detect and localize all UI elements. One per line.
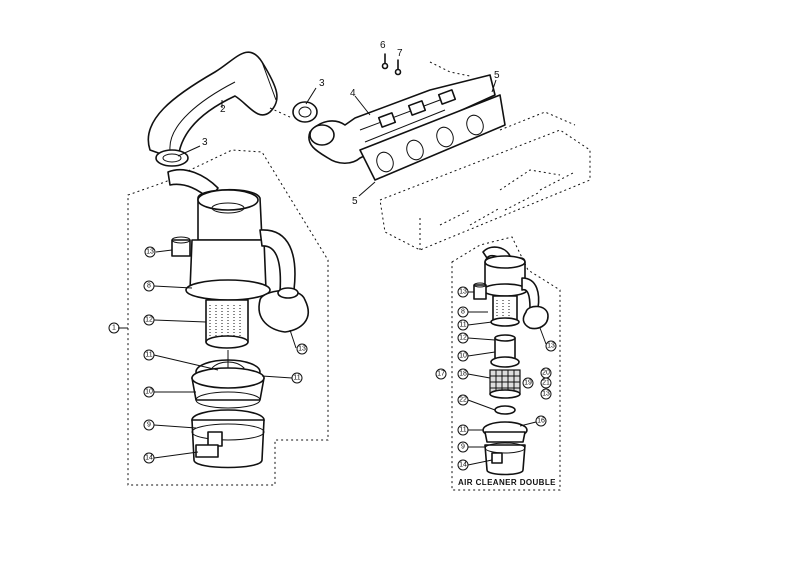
- label-r11b: 11: [459, 427, 466, 434]
- air-cleaner-main: [127, 149, 329, 486]
- caption-air-cleaner-double: AIR CLEANER DOUBLE: [458, 478, 556, 487]
- label-r14: 14: [459, 462, 467, 469]
- label-10: 10: [145, 389, 153, 396]
- label-r13a: 13: [459, 289, 467, 296]
- label-12: 12: [145, 317, 153, 324]
- part-numbers-plain: 2 3 3 4 5 5 6 7: [202, 40, 500, 207]
- label-13-left: 13: [146, 249, 154, 256]
- label-4: 4: [350, 88, 356, 99]
- label-5-top: 5: [494, 70, 500, 81]
- hose-clamp-upper: [269, 101, 318, 123]
- label-r8: 8: [461, 309, 465, 316]
- label-8: 8: [147, 283, 151, 290]
- label-14: 14: [145, 455, 153, 462]
- part-numbers-circled-right: 13 8 11 12 10 17 18 22 19 20 21 13 16 11…: [435, 286, 557, 471]
- label-11-left: 11: [145, 352, 152, 359]
- label-r20: 20: [542, 370, 550, 377]
- label-r13-boot: 13: [547, 343, 555, 350]
- label-r13b: 13: [542, 391, 550, 398]
- label-r9: 9: [461, 444, 465, 451]
- label-1: 1: [112, 325, 116, 332]
- label-6: 6: [380, 40, 386, 51]
- engine-block: [379, 111, 591, 251]
- label-r18: 18: [459, 371, 467, 378]
- label-r16: 16: [537, 418, 545, 425]
- label-7: 7: [397, 48, 403, 59]
- manifold-gasket: [359, 94, 506, 181]
- air-cleaner-double: [451, 236, 561, 491]
- label-r10: 10: [459, 353, 467, 360]
- manifold-bolts: [381, 53, 471, 77]
- label-r19: 19: [524, 380, 532, 387]
- label-5-bottom: 5: [352, 196, 358, 207]
- label-13-right: 13: [298, 346, 306, 353]
- label-r21: 21: [542, 380, 550, 387]
- label-r11: 11: [459, 322, 466, 329]
- intake-hose: [147, 51, 278, 161]
- label-2: 2: [220, 104, 226, 115]
- part-numbers-circled-left: 1 13 8 12 11 10 9 14 11 13: [108, 246, 308, 464]
- callout-lines: [118, 79, 547, 466]
- label-r22: 22: [459, 397, 467, 404]
- label-r12: 12: [459, 335, 467, 342]
- label-9: 9: [147, 422, 151, 429]
- label-3-lower: 3: [202, 137, 208, 148]
- label-3-upper: 3: [319, 78, 325, 89]
- label-r17: 17: [437, 371, 445, 378]
- hose-clamp-lower: [155, 149, 189, 167]
- label-11-right: 11: [293, 375, 300, 382]
- intake-manifold: [308, 74, 496, 165]
